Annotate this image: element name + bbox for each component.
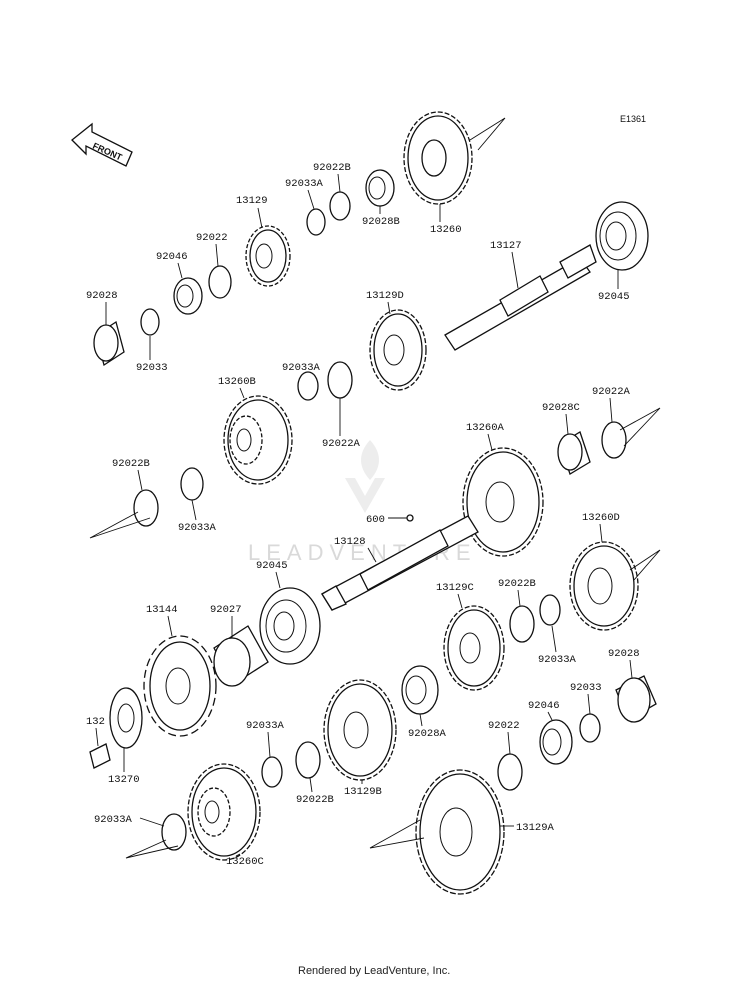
label-92033-top: 92033 <box>136 362 168 374</box>
label-13129A: 13129A <box>516 822 555 834</box>
label-13260B: 13260B <box>218 376 256 388</box>
part-labels: 13260 92022B 92033A 13129 92028B 92022 9… <box>86 162 640 868</box>
gear-13129B <box>323 679 397 781</box>
label-92045-mid: 92045 <box>256 560 288 572</box>
label-13260: 13260 <box>430 224 462 236</box>
label-92033A-botleft: 92033A <box>94 814 133 826</box>
washer-92022B-low <box>509 605 535 643</box>
label-13144: 13144 <box>146 604 178 616</box>
needle-bearing-92028B <box>365 169 395 207</box>
gear-13129C <box>443 605 505 691</box>
sprocket-13144 <box>143 635 217 737</box>
label-132: 132 <box>86 716 105 728</box>
label-13127: 13127 <box>490 240 522 252</box>
label-92028-low: 92028 <box>608 648 640 660</box>
label-92022-top: 92022 <box>196 232 228 244</box>
label-92033A-mid: 92033A <box>282 362 321 374</box>
label-92033-low: 92033 <box>570 682 602 694</box>
label-92028C: 92028C <box>542 402 580 414</box>
footer-credit: Rendered by LeadVenture, Inc. <box>298 965 450 977</box>
circlip-92033A-left <box>180 467 204 501</box>
ball-bearing-92045-top <box>595 201 649 271</box>
label-13129D: 13129D <box>366 290 404 302</box>
circlip-92033-low <box>579 713 601 743</box>
circlip-92033A-botleft <box>125 813 187 859</box>
bolt-132 <box>89 743 111 769</box>
label-92033A-bot: 92033A <box>246 720 285 732</box>
washer-92022-low <box>497 753 523 791</box>
circlip-92033A-low <box>539 594 561 626</box>
gear-13129D <box>369 309 427 391</box>
gear-13260A <box>462 447 544 557</box>
label-92046-top: 92046 <box>156 251 188 263</box>
label-92022B-left: 92022B <box>112 458 150 470</box>
label-92022A-mid: 92022A <box>322 438 361 450</box>
label-92046-low: 92046 <box>528 700 560 712</box>
needle-bearing-92046-low <box>539 719 573 765</box>
shaft-13127 <box>444 244 597 351</box>
label-13128: 13128 <box>334 536 366 548</box>
washer-92022A-mid <box>327 361 353 399</box>
washer-92022B-bot <box>295 741 321 779</box>
label-13129B: 13129B <box>344 786 382 798</box>
ball-bearing-92045-mid <box>259 587 321 665</box>
collar-92028C <box>557 431 591 475</box>
label-92022-low: 92022 <box>488 720 520 732</box>
shaft-13128 <box>321 515 479 611</box>
diagram-code: E1361 <box>620 114 646 124</box>
label-92033A-left: 92033A <box>178 522 217 534</box>
label-92022B-bot: 92022B <box>296 794 334 806</box>
washer-92022B-top <box>329 191 351 221</box>
label-92028A: 92028A <box>408 728 447 740</box>
gear-13129A <box>369 769 505 895</box>
gear-13129 <box>245 225 291 287</box>
label-13260C: 13260C <box>226 856 264 868</box>
label-600: 600 <box>366 514 385 526</box>
plate-13270 <box>109 687 143 749</box>
washer-92022B-left <box>89 489 159 539</box>
collar-92028-low <box>615 675 657 723</box>
needle-bearing-92028A <box>401 665 439 715</box>
circlip-92033A-top <box>306 208 326 236</box>
label-92045-top: 92045 <box>598 291 630 303</box>
gear-13260B <box>223 395 293 485</box>
circlip-92033-top <box>140 308 160 336</box>
label-92022B-top: 92022B <box>313 162 351 174</box>
gear-13260C <box>187 763 261 861</box>
gear-13260 <box>403 111 506 205</box>
gear-13260D <box>569 541 661 631</box>
washer-92022-top <box>208 265 232 299</box>
label-92028B: 92028B <box>362 216 400 228</box>
needle-bearing-92046-top <box>173 277 203 315</box>
washer-92022A-right <box>601 407 661 459</box>
label-92028-top: 92028 <box>86 290 118 302</box>
label-13260D: 13260D <box>582 512 620 524</box>
label-13270: 13270 <box>108 774 140 786</box>
label-13129C: 13129C <box>436 582 474 594</box>
circlip-92033A-mid <box>297 371 319 401</box>
label-92033A-top: 92033A <box>285 178 324 190</box>
label-92022A-right: 92022A <box>592 386 631 398</box>
label-13129: 13129 <box>236 195 268 207</box>
front-arrow-icon: FRONT <box>71 122 133 167</box>
pin-600 <box>406 514 414 522</box>
collar-92028-top <box>93 320 125 367</box>
collar-92027 <box>213 625 269 687</box>
watermark-logo <box>345 440 385 513</box>
circlip-92033A-bot <box>261 756 283 788</box>
label-92022B-low: 92022B <box>498 578 536 590</box>
label-13260A: 13260A <box>466 422 505 434</box>
label-92027: 92027 <box>210 604 242 616</box>
label-92033A-low: 92033A <box>538 654 577 666</box>
